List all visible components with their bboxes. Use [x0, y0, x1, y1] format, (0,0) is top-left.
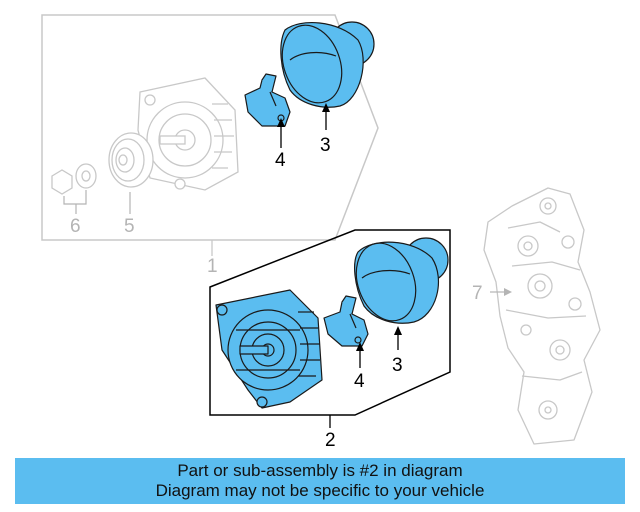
nut-washer-ghost: [51, 163, 97, 195]
banner-line-1: Part or sub-assembly is #2 in diagram: [177, 461, 463, 480]
assembly-2-group: 2 3 4: [209, 229, 451, 451]
callout-3-upper-label: 3: [320, 135, 331, 156]
callout-7-arrow: [504, 288, 512, 296]
banner-line-2: Diagram may not be specific to your vehi…: [155, 481, 485, 500]
callout-6-label: 6: [70, 216, 81, 237]
callout-2-label: 2: [325, 430, 336, 451]
callout-4-lower-arrow: [356, 342, 364, 351]
callout-3-upper-arrow: [322, 103, 330, 112]
info-banner: Part or sub-assembly is #2 in diagram Di…: [15, 458, 625, 504]
callout-1-label: 1: [207, 256, 218, 277]
bracket-ghost: [483, 187, 601, 445]
callout-3-lower-label: 3: [392, 355, 403, 376]
callout-3-lower-arrow: [394, 326, 402, 335]
cover-part-lower: [354, 237, 449, 324]
cover-part-upper: [280, 21, 375, 108]
callout-4-lower-label: 4: [354, 371, 365, 392]
assembly-2-frame: [209, 229, 451, 416]
alternator-ghost: [137, 77, 239, 191]
callout-5-label: 5: [124, 216, 135, 237]
assembly-1-frame: [41, 14, 379, 241]
assembly-1-group: 1 3 4 5 6: [41, 14, 379, 277]
regulator-part-upper: [244, 73, 291, 127]
pulley-ghost: [108, 132, 154, 188]
callout-4-upper-arrow: [277, 118, 285, 127]
callout-6-bracket: [63, 190, 87, 214]
callout-4-upper-label: 4: [275, 150, 286, 171]
callout-7-label: 7: [472, 283, 483, 304]
alternator-part: [215, 289, 323, 409]
regulator-part-lower: [323, 295, 369, 347]
